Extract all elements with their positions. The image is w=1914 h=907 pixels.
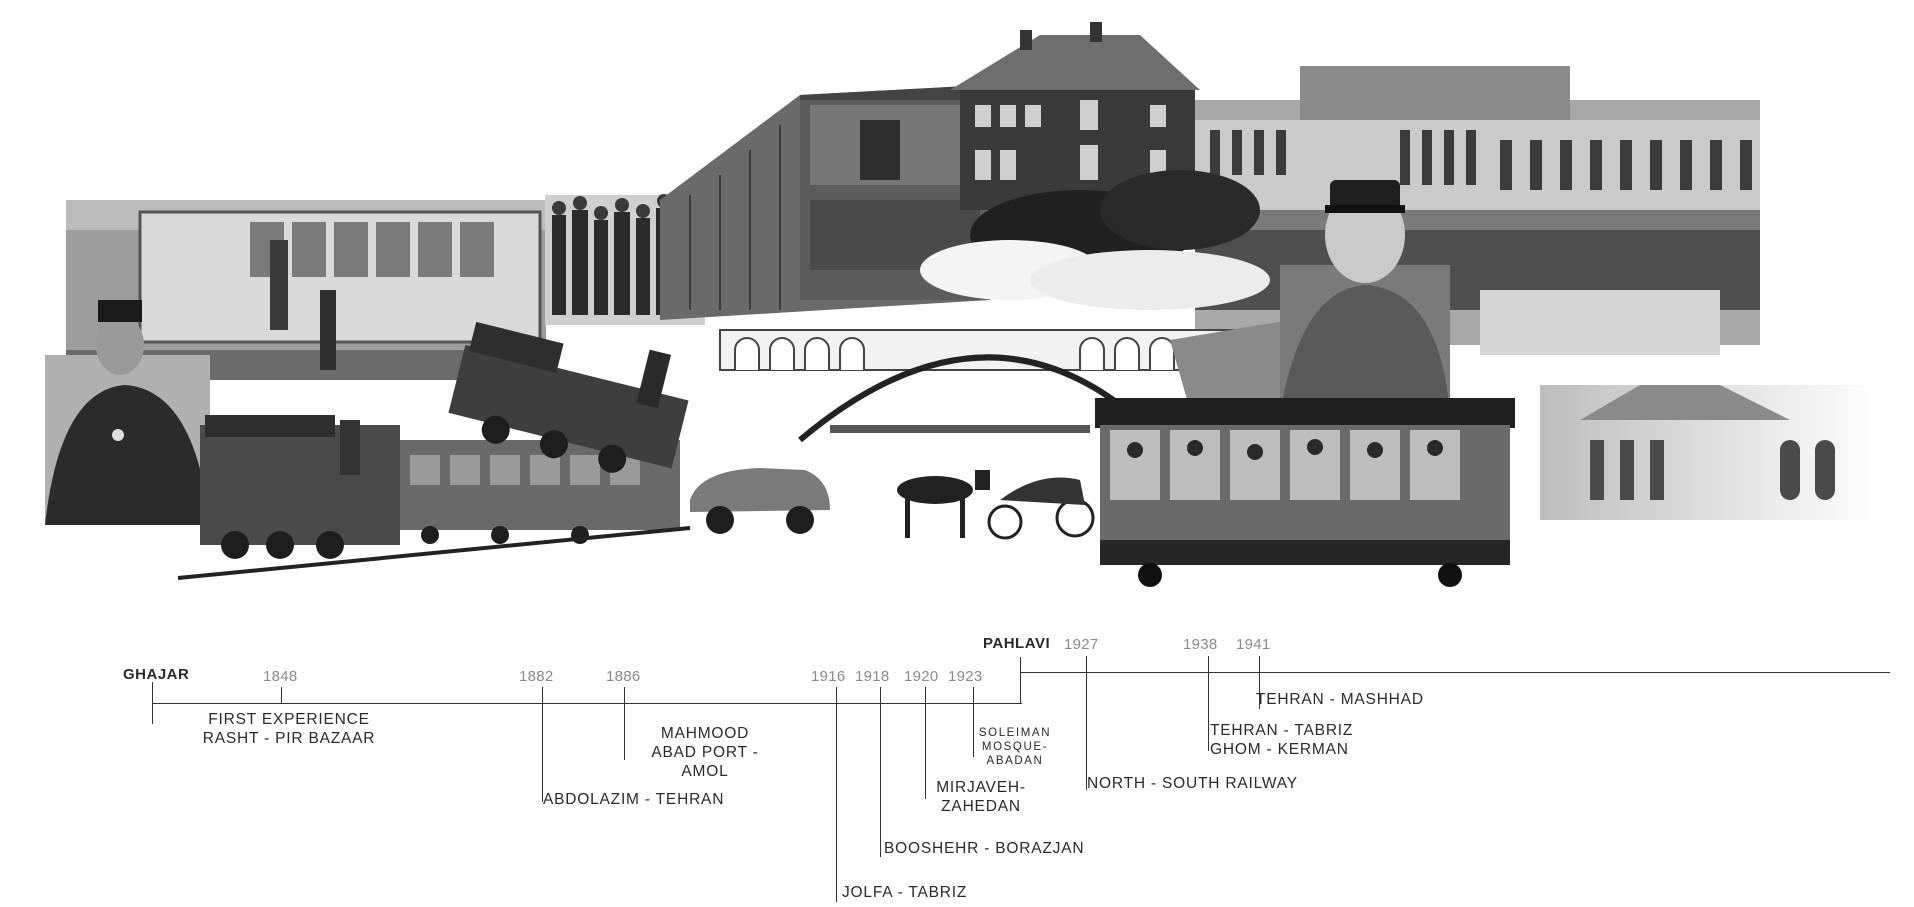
steam-locomotive-photo bbox=[177, 415, 691, 580]
event-1938-line-1: TEHRAN - TABRIZ bbox=[1210, 722, 1354, 739]
pahlavi-timeline-line bbox=[1020, 672, 1890, 673]
event-1886-line-2: ABAD PORT - bbox=[651, 744, 759, 761]
event-1927-line-1: NORTH - SOUTH RAILWAY bbox=[1087, 775, 1298, 792]
event-1920-line-1: MIRJAVEH- bbox=[936, 779, 1026, 796]
event-1927-year: 1927 bbox=[1064, 636, 1099, 653]
event-1916-marker bbox=[836, 687, 837, 902]
railway-carriage-photo bbox=[660, 85, 990, 320]
era-label-pahlavi: PAHLAVI bbox=[983, 635, 1051, 652]
event-1920-label: MIRJAVEH- ZAHEDAN bbox=[926, 778, 1036, 816]
event-1938-label: TEHRAN - TABRIZ GHOM - KERMAN bbox=[1210, 721, 1353, 759]
event-1923-label: SOLEIMAN MOSQUE- ABADAN bbox=[970, 726, 1060, 768]
event-1938-year: 1938 bbox=[1183, 636, 1218, 653]
event-1918-label: BOOSHEHR - BORAZJAN bbox=[884, 839, 1084, 858]
event-1920-year: 1920 bbox=[904, 668, 939, 685]
event-1923-line-2: MOSQUE- bbox=[981, 741, 1049, 753]
event-1886-marker bbox=[624, 687, 625, 760]
event-1918-marker bbox=[880, 687, 881, 857]
ghajar-timeline-line bbox=[152, 703, 1022, 704]
horse-carriage-photo bbox=[897, 470, 1095, 540]
event-1941-marker bbox=[1259, 656, 1260, 709]
event-1920-marker bbox=[925, 687, 926, 799]
tilted-locomotive-photo bbox=[448, 321, 689, 473]
event-1848-marker bbox=[281, 687, 282, 704]
event-1916-line-1: JOLFA - TABRIZ bbox=[842, 884, 968, 901]
qajar-shah-portrait bbox=[45, 300, 210, 525]
event-1882-year: 1882 bbox=[519, 668, 554, 685]
event-1923-marker bbox=[973, 687, 974, 757]
railway-history-timeline: GHAJAR PAHLAVI 1848 FIRST EXPERIENCE RAS… bbox=[0, 600, 1914, 907]
event-1918-line-1: BOOSHEHR - BORAZJAN bbox=[884, 840, 1085, 857]
event-1916-year: 1916 bbox=[811, 668, 846, 685]
arched-building-photo bbox=[1540, 385, 1880, 520]
event-1848-year: 1848 bbox=[263, 668, 298, 685]
event-1923-year: 1923 bbox=[948, 668, 983, 685]
event-1941-label: TEHRAN - MASHHAD bbox=[1256, 690, 1424, 709]
smoke-plume bbox=[920, 170, 1270, 310]
photo-collage bbox=[45, 22, 1880, 587]
vintage-car-photo bbox=[690, 468, 830, 534]
reza-shah-portrait bbox=[1280, 180, 1450, 415]
event-1938-line-2: GHOM - KERMAN bbox=[1210, 741, 1349, 758]
tehran-station-photo bbox=[1195, 66, 1760, 355]
event-1886-year: 1886 bbox=[606, 668, 641, 685]
event-1848-label: FIRST EXPERIENCE RASHT - PIR BAZAAR bbox=[193, 710, 385, 748]
event-1938-marker bbox=[1208, 656, 1209, 751]
arched-railway-bridge-photo bbox=[719, 320, 1290, 443]
event-1941-line-1: TEHRAN - MASHHAD bbox=[1256, 691, 1424, 708]
event-1886-label: MAHMOOD ABAD PORT - AMOL bbox=[630, 724, 780, 781]
event-1920-line-2: ZAHEDAN bbox=[941, 798, 1021, 815]
event-1882-marker bbox=[542, 687, 543, 802]
event-1927-marker bbox=[1086, 656, 1087, 790]
era-label-ghajar: GHAJAR bbox=[123, 666, 190, 683]
event-1941-year: 1941 bbox=[1236, 636, 1271, 653]
event-1923-line-1: SOLEIMAN bbox=[978, 727, 1052, 739]
ghajar-start-line bbox=[152, 682, 153, 724]
event-1923-line-3: ABADAN bbox=[986, 755, 1044, 767]
event-1886-line-3: AMOL bbox=[681, 763, 729, 780]
brick-station-building-photo bbox=[950, 22, 1200, 210]
event-1918-year: 1918 bbox=[855, 668, 890, 685]
event-1927-label: NORTH - SOUTH RAILWAY bbox=[1087, 774, 1298, 793]
event-1916-label: JOLFA - TABRIZ bbox=[842, 883, 967, 902]
event-1848-line-1: FIRST EXPERIENCE bbox=[208, 711, 370, 728]
event-1882-label: ABDOLAZIM - TEHRAN bbox=[543, 790, 724, 809]
event-1848-line-2: RASHT - PIR BAZAAR bbox=[202, 730, 376, 747]
event-1886-line-1: MAHMOOD bbox=[660, 725, 750, 742]
era-divider-line bbox=[1020, 657, 1021, 704]
event-1882-line-1: ABDOLAZIM - TEHRAN bbox=[543, 791, 725, 808]
open-tram-photo bbox=[1095, 398, 1515, 587]
